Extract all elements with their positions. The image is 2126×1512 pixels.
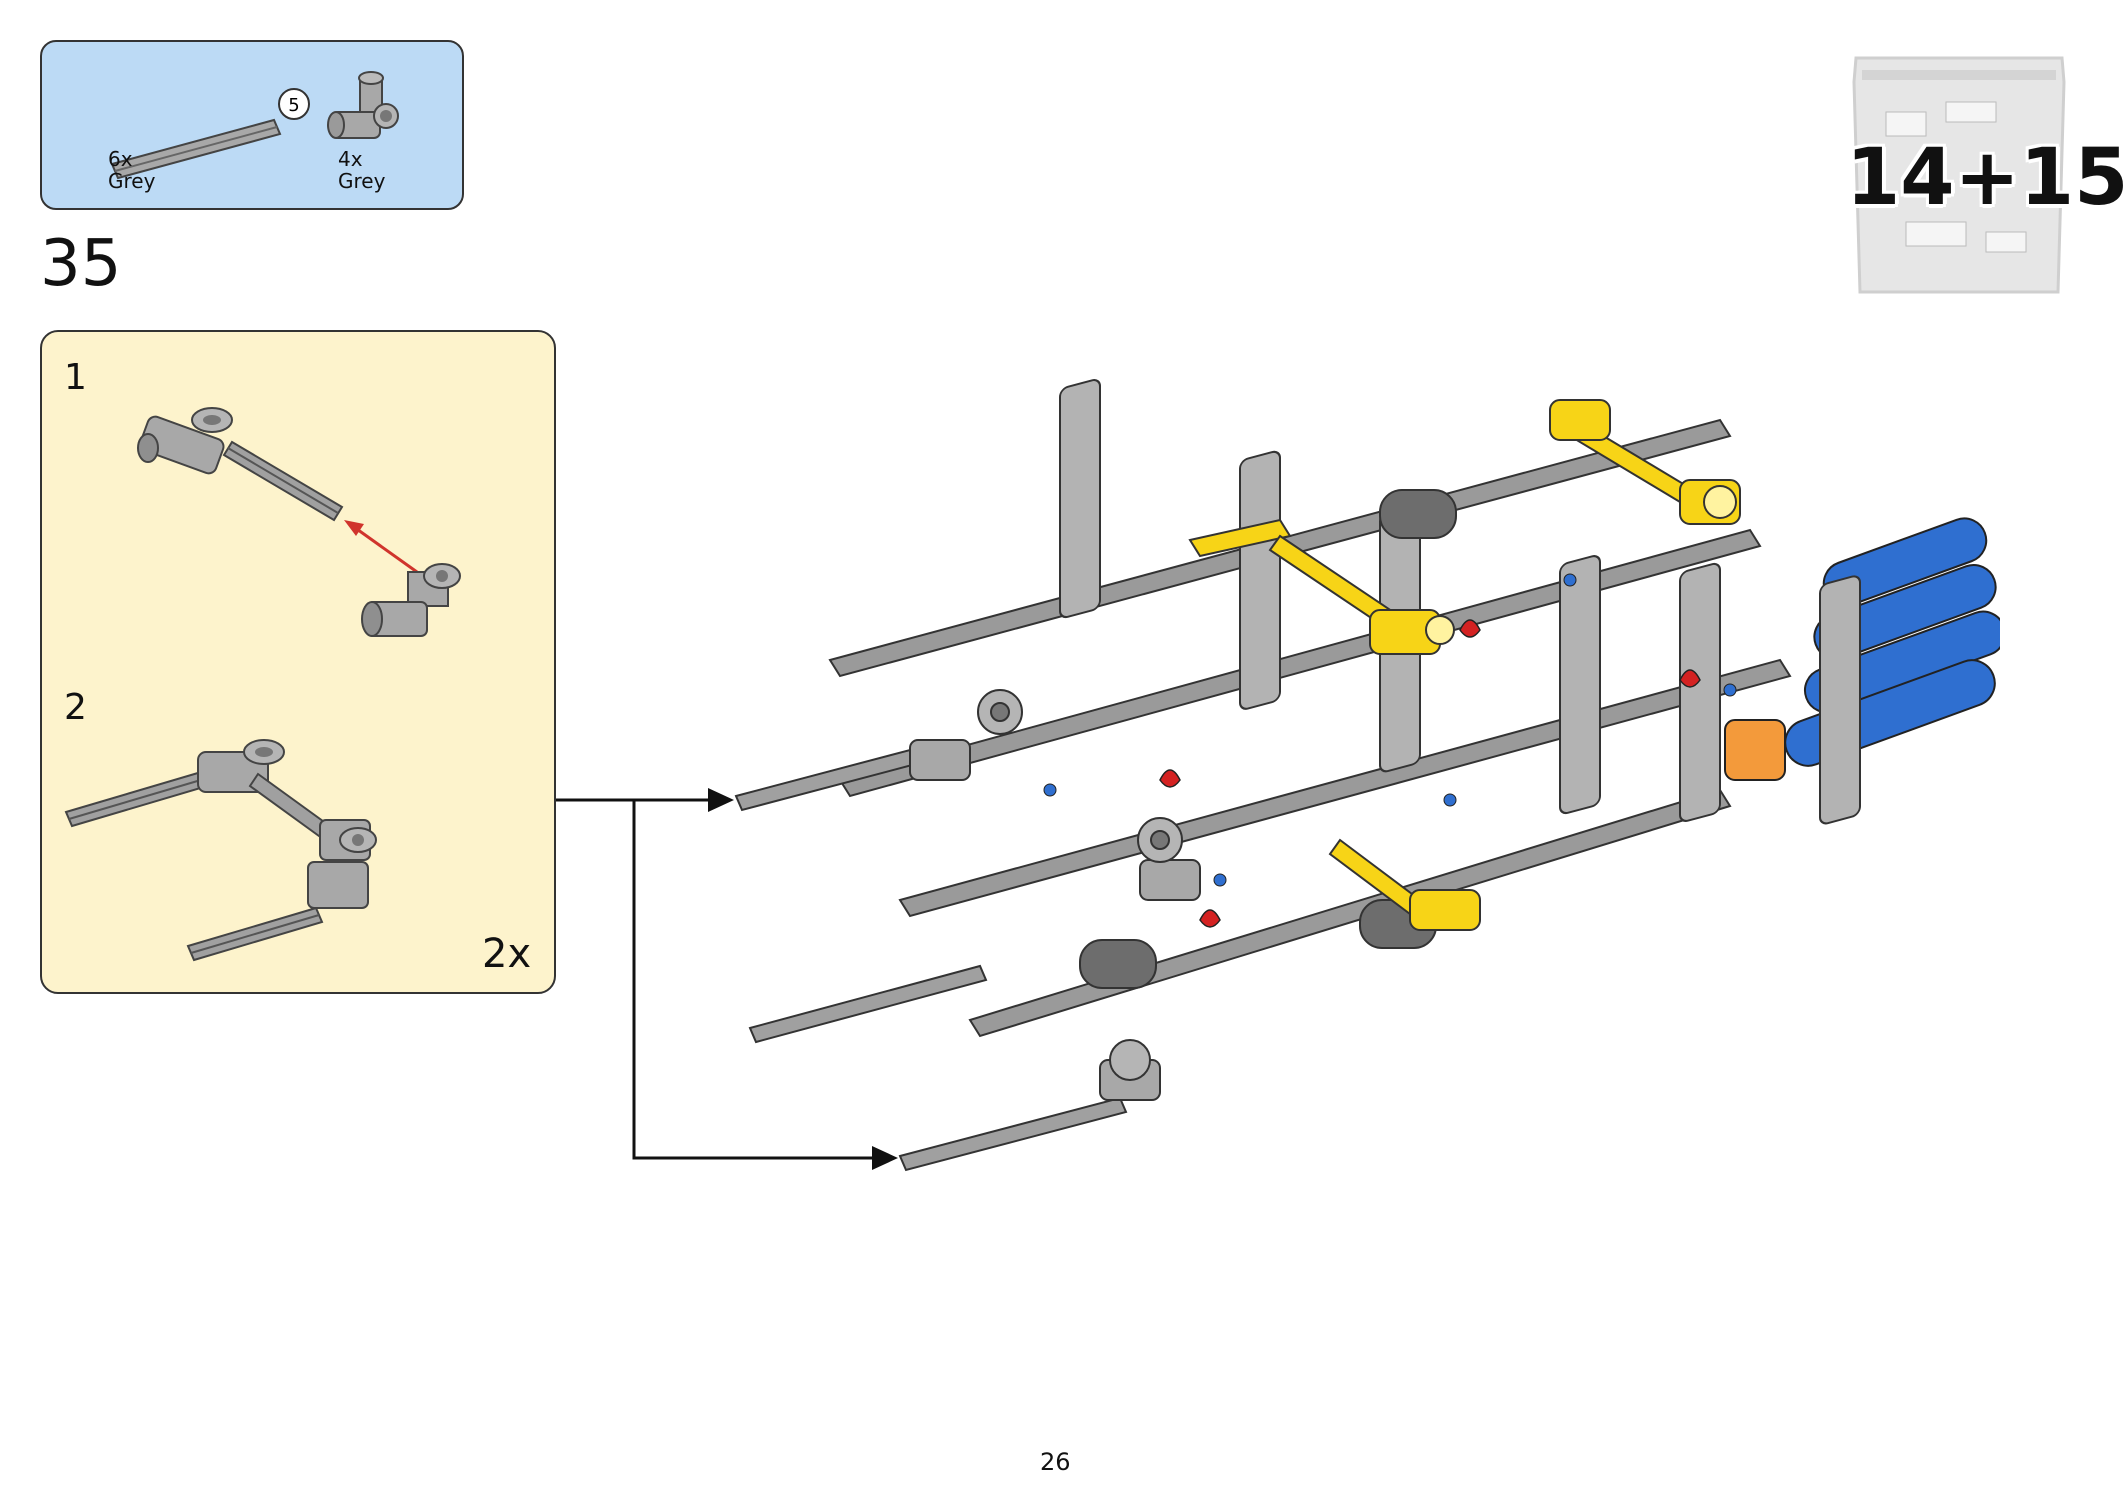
blue-beams (1724, 517, 2000, 781)
parts-list-box: 5 6x Grey 4x Grey (40, 40, 464, 210)
part-item-axle: 6x Grey (108, 148, 155, 192)
sub-step-number: 1 (64, 357, 87, 398)
axle-length-callout: 5 (288, 95, 299, 116)
red-pins (1159, 619, 1701, 928)
page-number: 26 (1040, 1448, 1071, 1476)
part-color: Grey (338, 169, 386, 193)
part-qty: 6x (108, 147, 133, 171)
yellow-frame (1188, 399, 1741, 931)
sub-assembly-multiplier: 2x (482, 931, 532, 977)
angle-connector-icon (327, 71, 399, 139)
blue-pins (1043, 573, 1737, 887)
part-item-connector: 4x Grey (338, 148, 385, 192)
bag-number: 14+15 (1846, 133, 2126, 223)
part-qty: 4x (338, 147, 363, 171)
sub-assembly-box: 1 2 2x (40, 330, 556, 994)
model-assembly-illustration (734, 379, 2000, 1172)
axle-icon: 5 (110, 88, 310, 180)
sub-step-2-illustration (64, 739, 377, 962)
step-number: 35 (40, 227, 122, 301)
parts-bag-icon (1852, 56, 2066, 294)
part-color: Grey (108, 169, 156, 193)
sub-step-number: 2 (64, 687, 87, 728)
sub-step-1-illustration (137, 407, 461, 637)
